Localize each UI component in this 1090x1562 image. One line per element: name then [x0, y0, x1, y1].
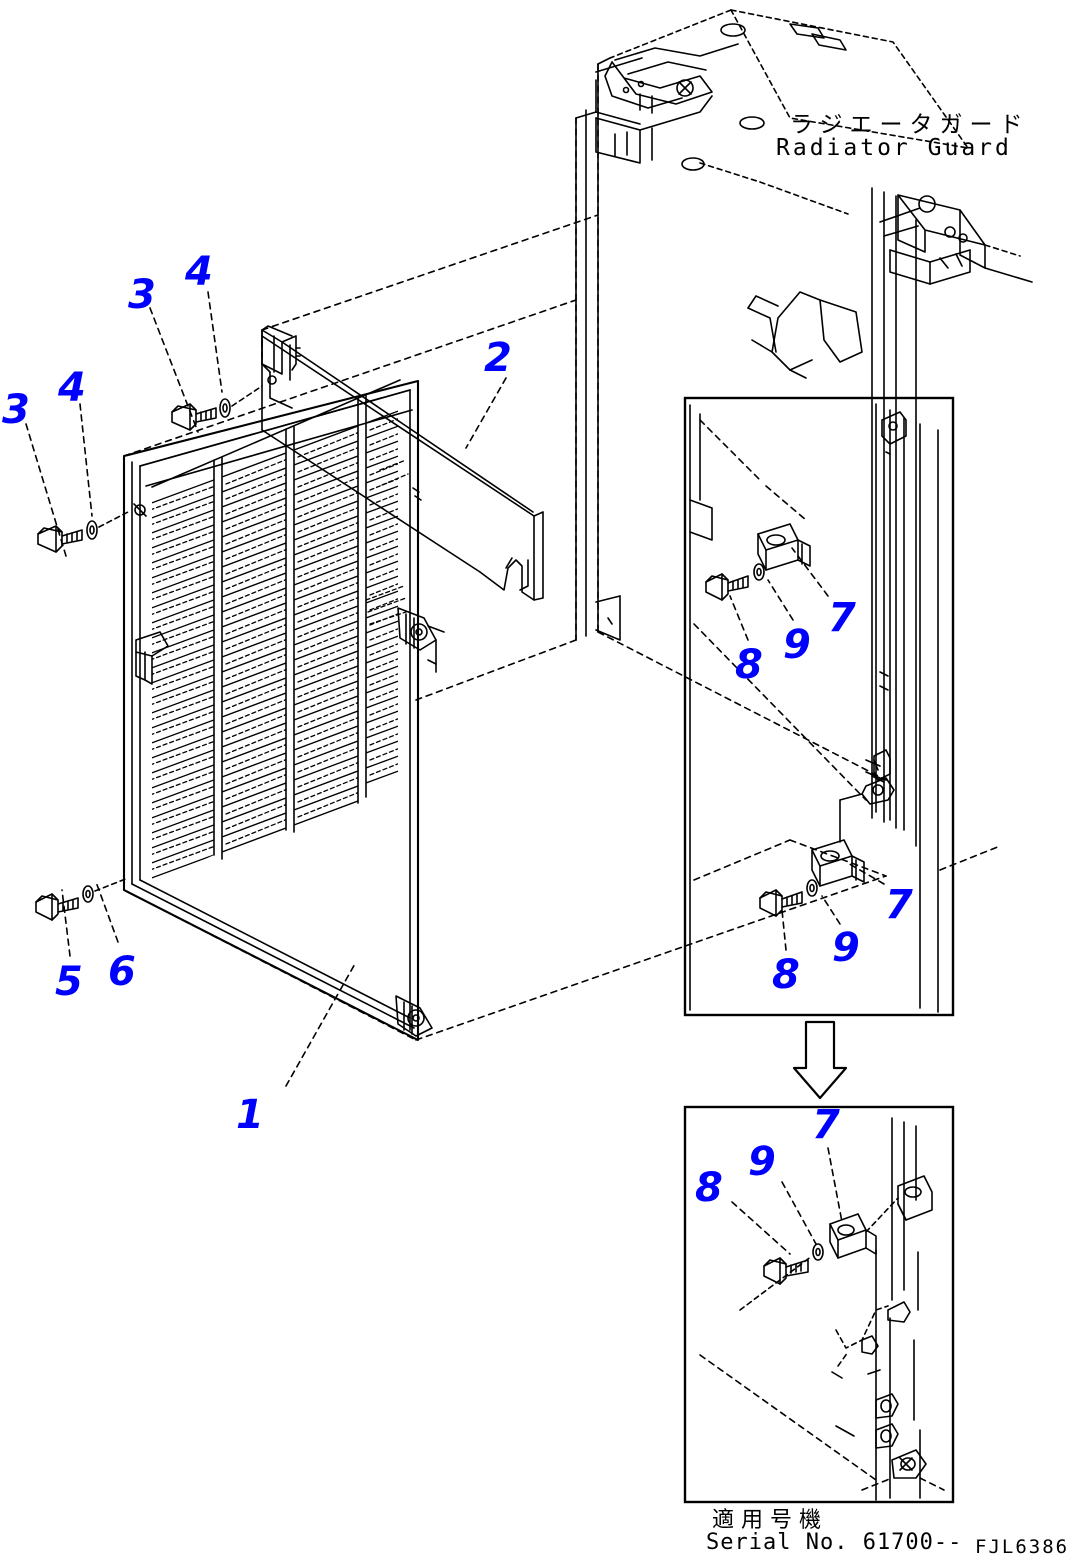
- diagram-title-english: Radiator Guard: [776, 135, 1012, 161]
- part-2-side-plate: [261, 325, 544, 601]
- diagram-title-japanese: ラジエータガード: [790, 112, 1030, 138]
- part-6-washer: [82, 885, 94, 903]
- callout-leaders: [25, 291, 885, 1255]
- callout-7-mid: 7: [885, 882, 913, 928]
- leader-3-4-upper: [231, 385, 263, 407]
- part-3-bolt-upper: [171, 403, 217, 431]
- callout-3-upper: 3: [128, 272, 156, 318]
- guard-top-plate: [575, 9, 969, 215]
- callout-4-upper: 4: [185, 249, 213, 295]
- callout-2: 2: [484, 335, 512, 381]
- lower-detail-content: [699, 1117, 945, 1501]
- callout-3-lower: 3: [2, 387, 30, 433]
- frame-posts: [575, 63, 917, 847]
- part-4-washer-lower: [86, 520, 98, 540]
- upper-detail-content: [689, 403, 1001, 1013]
- callout-8-mid: 8: [772, 952, 800, 998]
- callout-9-upper: 9: [783, 622, 811, 668]
- callout-8-upper: 8: [735, 642, 763, 688]
- leader-3-4-lower: [98, 511, 129, 528]
- callout-7-bottom: 7: [812, 1102, 840, 1148]
- callout-8-bottom: 8: [695, 1165, 723, 1211]
- callout-1: 1: [236, 1092, 264, 1138]
- part-5-bolt: [35, 893, 79, 921]
- part-3-bolt-lower: [37, 525, 83, 553]
- grille-louvers-a: [152, 476, 214, 881]
- leader-5-6: [94, 877, 129, 892]
- grille-louvers-d: [366, 408, 398, 784]
- callout-5: 5: [55, 959, 83, 1005]
- serial-label-japanese: 適用号機: [712, 1508, 829, 1533]
- detail-panel-borders: [683, 396, 955, 1504]
- callout-9-bottom: 9: [748, 1139, 776, 1185]
- part-4-washer-upper: [219, 398, 231, 418]
- callout-6: 6: [108, 949, 136, 995]
- guard-corner-bracket: [747, 194, 1033, 379]
- callout-7-upper: 7: [828, 595, 856, 641]
- callout-9-mid: 9: [832, 925, 860, 971]
- grille-louvers-b: [222, 449, 286, 853]
- sheet-code: FJL6386: [975, 1536, 1070, 1558]
- callout-4-lower: 4: [58, 365, 86, 411]
- grille-louvers-c: [294, 422, 358, 826]
- grille-edge-shading: [365, 459, 409, 625]
- detail-link-arrow: [792, 1020, 848, 1100]
- serial-label-english: Serial No. 61700--: [706, 1530, 963, 1555]
